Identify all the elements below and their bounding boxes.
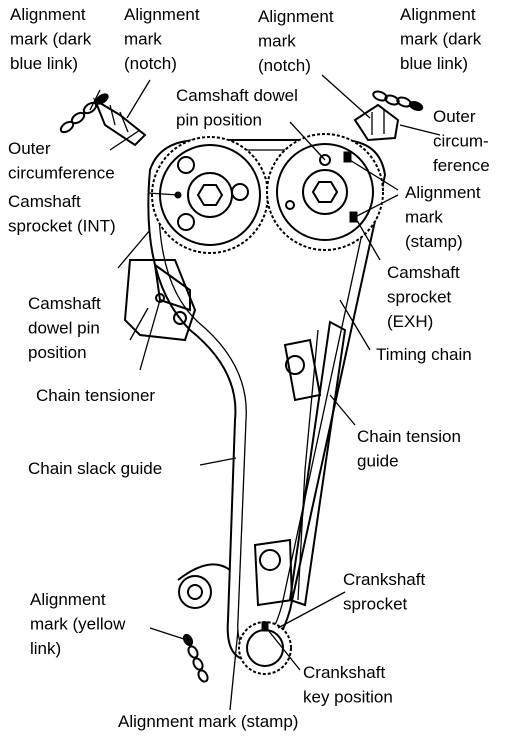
label-chain-tensioner: Chain tensioner [36, 386, 155, 405]
chain-tensioner-part [123, 259, 197, 342]
label-align-stamp-right: Alignment mark (stamp) [405, 183, 481, 251]
dark-blue-link-left-icon [59, 93, 109, 134]
label-line: Camshaft dowel [176, 86, 298, 105]
label-line: Alignment [124, 5, 200, 24]
labels: Alignment mark (dark blue link) Alignment m… [8, 5, 490, 731]
label-line: mark (yellow [30, 615, 126, 634]
exhaust-cam-sprocket [266, 133, 384, 251]
label-line: Chain slack guide [28, 459, 162, 478]
label-line: circumference [8, 164, 115, 183]
label-line: mark [124, 30, 162, 49]
leader-lines [89, 74, 441, 711]
label-timing-chain: Timing chain [376, 345, 472, 364]
label-line: blue link) [400, 54, 468, 73]
label-line: (notch) [258, 56, 311, 75]
label-line: Alignment [258, 7, 334, 26]
label-line: link) [30, 639, 61, 658]
notch-right-icon [353, 103, 400, 142]
dark-blue-link-right-icon [372, 90, 424, 111]
label-line: guide [357, 452, 399, 471]
label-line: Alignment mark (stamp) [118, 712, 298, 731]
label-outer-circ-left: Outer circumference [8, 139, 115, 183]
label-cam-sprocket-exh: Camshaft sprocket (EXH) [387, 263, 460, 331]
label-align-yellow: Alignment mark (yellow link) [30, 590, 126, 658]
chain-tension-guide-part [283, 320, 347, 607]
label-align-notch-left: Alignment mark (notch) [124, 5, 200, 73]
label-line: position [28, 343, 87, 362]
label-line: ference [433, 156, 490, 175]
label-line: Alignment [400, 5, 476, 24]
label-line: (EXH) [387, 312, 433, 331]
label-line: Outer [433, 107, 476, 126]
label-line: Crankshaft [303, 663, 385, 682]
label-crank-sprocket: Crankshaft sprocket [343, 570, 425, 614]
label-line: Camshaft [8, 192, 81, 211]
label-line: Alignment [30, 590, 106, 609]
label-line: Chain tensioner [36, 386, 155, 405]
label-align-stamp-bottom: Alignment mark (stamp) [118, 712, 298, 731]
label-chain-slack-guide: Chain slack guide [28, 459, 162, 478]
label-align-dark-blue-right: Alignment mark (dark blue link) [400, 5, 482, 73]
label-line: pin position [176, 111, 262, 130]
yellow-link-icon [182, 633, 209, 683]
label-cam-sprocket-int: Camshaft sprocket (INT) [8, 192, 116, 236]
label-align-notch-right: Alignment mark (notch) [258, 7, 334, 75]
label-line: (stamp) [405, 232, 463, 251]
label-line: Chain tension [357, 427, 461, 446]
label-cam-dowel-left: Camshaft dowel pin position [28, 294, 101, 362]
label-line: dowel pin [28, 319, 100, 338]
label-line: blue link) [10, 54, 78, 73]
label-line: circum- [433, 132, 489, 151]
label-line: (notch) [124, 54, 177, 73]
label-line: Alignment [10, 5, 86, 24]
label-chain-tension-guide: Chain tension guide [357, 427, 461, 471]
label-cam-dowel-top: Camshaft dowel pin position [176, 86, 298, 130]
engine-drawing [59, 74, 441, 711]
label-outer-circ-right: Outer circum-ference [433, 107, 490, 175]
label-crank-key: Crankshaft key position [303, 663, 393, 707]
label-line: Camshaft [28, 294, 101, 313]
label-line: sprocket [387, 288, 452, 307]
label-line: Alignment [405, 183, 481, 202]
label-line: Outer [8, 139, 51, 158]
label-line: Crankshaft [343, 570, 425, 589]
notch-left-icon [92, 97, 147, 147]
label-line: key position [303, 688, 393, 707]
label-line: Camshaft [387, 263, 460, 282]
intake-cam-sprocket [151, 136, 269, 254]
slack-guide-pivot [177, 563, 231, 609]
label-line: sprocket (INT) [8, 217, 116, 236]
label-line: mark [258, 32, 296, 51]
label-align-dark-blue-left: Alignment mark (dark blue link) [10, 5, 92, 73]
label-line: mark [405, 208, 443, 227]
label-line: sprocket [343, 595, 408, 614]
label-line: mark (dark [400, 30, 482, 49]
label-line: mark (dark [10, 30, 92, 49]
label-line: Timing chain [376, 345, 472, 364]
